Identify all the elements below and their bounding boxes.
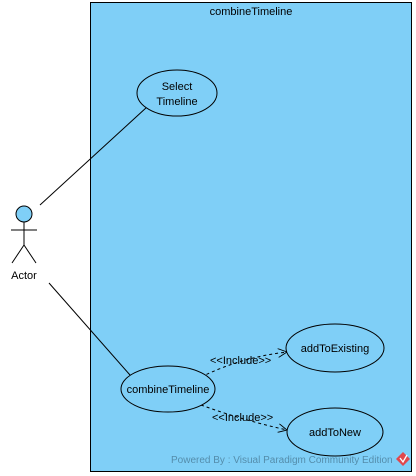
association-actor-select-timeline[interactable] [39, 106, 148, 206]
use-case-add-to-existing[interactable]: addToExisting [285, 323, 385, 373]
actor[interactable]: Actor [11, 205, 37, 282]
actor-label: Actor [11, 270, 37, 282]
use-case-combine-timeline-label: combineTimeline [127, 384, 210, 396]
use-case-add-to-new-label: addToNew [309, 427, 361, 439]
include-relationship-existing[interactable] [200, 352, 287, 378]
include-label-existing: <<Include>> [210, 355, 271, 367]
actor-left-leg [11, 244, 25, 264]
actor-head [15, 205, 33, 223]
actor-right-leg [23, 244, 37, 264]
visual-paradigm-logo-icon [396, 452, 410, 466]
system-boundary-title: combineTimeline [210, 6, 293, 18]
association-actor-combine-timeline[interactable] [48, 282, 131, 376]
use-case-add-to-existing-label: addToExisting [301, 343, 370, 355]
use-case-combine-timeline[interactable]: combineTimeline [120, 365, 216, 413]
watermark-text: Powered By : Visual Paradigm Community E… [171, 455, 393, 466]
use-case-select-timeline-line1: Select [162, 81, 193, 93]
include-label-new: <<Include>> [212, 412, 273, 424]
use-case-add-to-new[interactable]: addToNew [286, 407, 384, 457]
use-case-select-timeline-line2: Timeline [156, 96, 197, 108]
include-relationship-new[interactable] [200, 404, 287, 430]
use-case-select-timeline[interactable]: Select Timeline [136, 69, 218, 117]
